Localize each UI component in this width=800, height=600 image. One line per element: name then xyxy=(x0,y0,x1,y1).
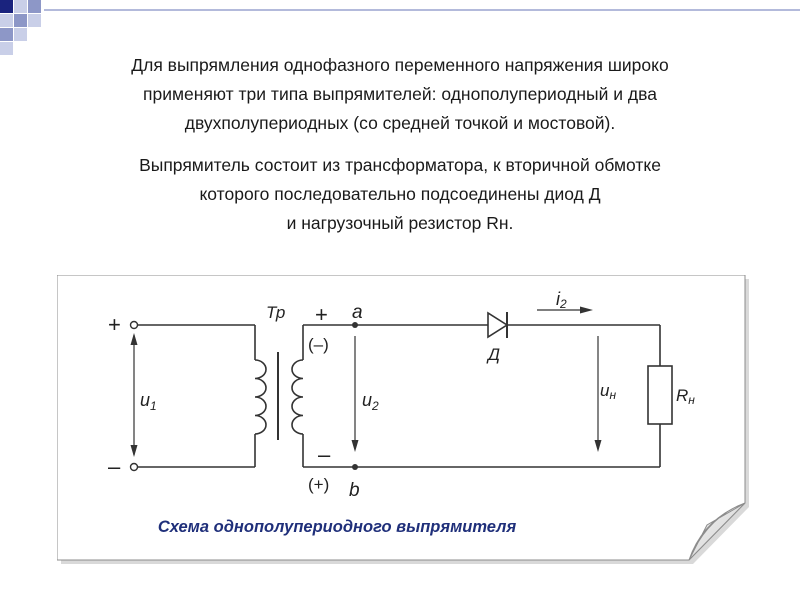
i2-label: i2 xyxy=(556,289,567,311)
card-fold xyxy=(688,502,746,561)
plus-secondary-label: + xyxy=(315,302,328,327)
text-line: и нагрузочный резистор Rн. xyxy=(286,213,514,233)
tr-label: Тр xyxy=(266,303,285,322)
node-a-label: a xyxy=(352,302,363,323)
corner-square xyxy=(28,0,41,13)
corner-square xyxy=(14,0,27,13)
load-resistor xyxy=(647,365,673,425)
text-line: двухполупериодных (со средней точкой и м… xyxy=(184,113,616,133)
u2-arrowhead xyxy=(351,440,359,452)
i2-arrowhead xyxy=(580,306,593,314)
diagram-card xyxy=(57,275,749,564)
corner-square xyxy=(0,28,13,41)
text-line: которого последовательно подсоединены ди… xyxy=(199,184,601,204)
minus-secondary-label: – xyxy=(318,442,331,467)
text-line: Для выпрямления однофазного переменного … xyxy=(131,55,669,75)
plus-paren-secondary-label: (+) xyxy=(308,475,329,494)
diode-label: Д xyxy=(486,345,500,364)
u1-label: u1 xyxy=(140,390,157,413)
corner-square xyxy=(0,14,13,27)
corner-square xyxy=(14,28,27,41)
u2-label: u2 xyxy=(362,390,379,413)
corner-squares-decoration xyxy=(0,0,800,55)
node-b-label: b xyxy=(349,480,360,501)
secondary-coil xyxy=(291,359,304,435)
u1-arrowhead-up xyxy=(130,333,138,345)
primary-coil xyxy=(254,359,267,435)
node-b-dot xyxy=(352,464,358,470)
plus-left-label: + xyxy=(108,312,121,337)
u1-arrowhead-down xyxy=(130,445,138,457)
un-label: uн xyxy=(600,381,616,402)
minus-paren-secondary-label: (–) xyxy=(308,335,329,354)
node-a-dot xyxy=(352,322,358,328)
terminal-top xyxy=(129,320,139,330)
un-arrowhead xyxy=(594,440,602,452)
text-line: Выпрямитель состоит из трансформатора, к… xyxy=(139,155,661,175)
diagram-caption: Схема однополупериодного выпрямителя xyxy=(157,518,517,536)
corner-square xyxy=(14,14,27,27)
text-line: применяют три типа выпрямителей: однопол… xyxy=(143,84,657,104)
corner-square xyxy=(28,14,41,27)
rn-label: Rн xyxy=(676,386,695,407)
terminal-bottom xyxy=(129,462,139,472)
description-paragraph: Выпрямитель состоит из трансформатора, к… xyxy=(40,151,760,238)
diode-triangle xyxy=(487,311,509,339)
corner-square xyxy=(0,0,13,13)
corner-square xyxy=(0,42,13,55)
minus-left-label: – xyxy=(108,454,121,479)
intro-paragraph: Для выпрямления однофазного переменного … xyxy=(40,51,760,138)
